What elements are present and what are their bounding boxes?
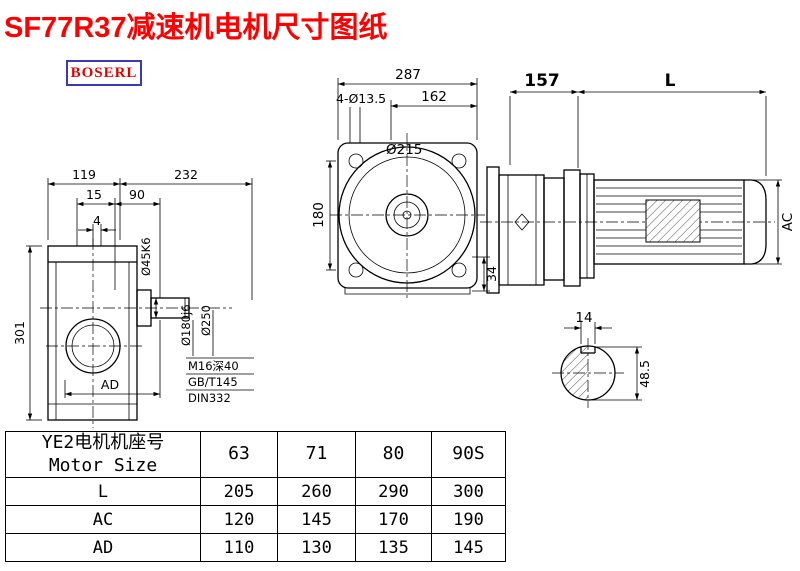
dim-215: Ø215: [386, 142, 422, 158]
shaft-section-drawing: [552, 338, 624, 408]
front-view-drawing: [330, 133, 485, 300]
dim-232: 232: [174, 167, 198, 182]
table-cell: 120: [200, 505, 278, 534]
dim-shaft-dia: Ø45K6: [139, 237, 153, 276]
note-gb: GB/T145: [188, 375, 238, 389]
table-cell: 260: [277, 477, 356, 506]
left-view-dimensions: 119 232 15 90 4 301 AD Ø45K6 Ø180j6 Ø250: [12, 167, 254, 421]
dim-4: 4: [93, 213, 101, 228]
note-din: DIN332: [188, 391, 231, 405]
dim-162: 162: [421, 89, 447, 105]
table-header-motor-size: YE2电机机座号 Motor Size: [5, 431, 201, 478]
dim-L: L: [665, 71, 676, 91]
dim-90: 90: [129, 187, 145, 202]
brand-logo-text: BOSERL: [70, 64, 138, 81]
dim-287: 287: [395, 67, 421, 83]
dim-15: 15: [86, 187, 102, 202]
table-header-en: Motor Size: [48, 454, 158, 476]
brand-logo: BOSERL: [66, 60, 142, 86]
shaft-section-dimensions: 14 48.5: [564, 310, 652, 401]
table-cell: 300: [431, 477, 506, 506]
dim-301: 301: [12, 321, 27, 345]
dim-AC: AC: [780, 213, 796, 231]
table-col-header-63: 63: [200, 431, 278, 478]
table-cell: 130: [277, 533, 356, 562]
table-cell: 110: [200, 533, 278, 562]
table-col-header-80: 80: [355, 431, 432, 478]
table-col-header-71: 71: [277, 431, 356, 478]
motor-size-table: YE2电机机座号 Motor Size 63 71 80 90S L 205 2…: [5, 431, 506, 562]
dim-ad: AD: [101, 377, 119, 392]
page-title: SF77R37减速机电机尺寸图纸: [4, 12, 388, 44]
dim-34: 34: [484, 266, 499, 282]
table-cell: 290: [355, 477, 432, 506]
table-row-AC: AC 120 145 170 190: [5, 505, 506, 534]
technical-drawing: 119 232 15 90 4 301 AD Ø45K6 Ø180j6 Ø250: [12, 67, 796, 428]
side-view-drawing: [480, 166, 775, 294]
dim-180: 180: [311, 202, 327, 228]
table-cell: 205: [200, 477, 278, 506]
table-row-L: L 205 260 290 300: [5, 477, 506, 506]
row-label-AD: AD: [5, 533, 201, 562]
table-cell: 170: [355, 505, 432, 534]
left-view-drawing: [40, 238, 232, 428]
table-cell: 145: [431, 533, 506, 562]
dim-spigot-dia: Ø180j6: [179, 304, 193, 346]
table-row-AD: AD 110 130 135 145: [5, 533, 506, 562]
table-cell: 190: [431, 505, 506, 534]
dim-14: 14: [575, 310, 592, 326]
dim-48-5: 48.5: [637, 360, 652, 388]
dim-119: 119: [72, 167, 96, 182]
row-label-AC: AC: [5, 505, 201, 534]
table-cell: 135: [355, 533, 432, 562]
table-col-header-90s: 90S: [431, 431, 506, 478]
dim-flange-dia: Ø250: [199, 305, 213, 336]
note-tap: M16深40: [188, 359, 239, 373]
side-view-dimensions: 157 L AC: [509, 71, 796, 265]
table-header-row: YE2电机机座号 Motor Size 63 71 80 90S: [5, 431, 506, 478]
label-bolt-holes: 4-Ø13.5: [336, 91, 386, 106]
table-header-cn: YE2电机机座号: [41, 432, 165, 453]
row-label-L: L: [5, 477, 201, 506]
front-view-dimensions: 287 162 4-Ø13.5 Ø215 180 34: [311, 67, 499, 292]
dim-157: 157: [524, 71, 560, 91]
table-cell: 145: [277, 505, 356, 534]
